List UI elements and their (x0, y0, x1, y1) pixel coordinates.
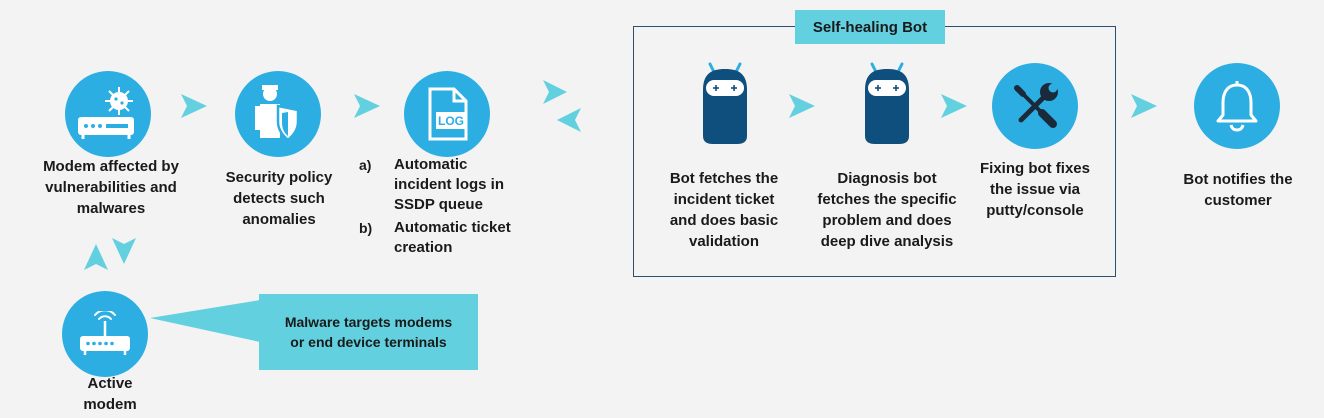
step-text-b: Automatic ticket creation (394, 219, 511, 256)
wifi-router-icon (80, 311, 130, 355)
log-file-icon: LOG (428, 87, 468, 141)
log-icon-text: LOG (438, 114, 464, 128)
notify-node (1194, 63, 1280, 149)
robot-icon (703, 62, 747, 144)
modem-affected-label: Modem affected by vulnerabilities and ma… (43, 158, 179, 217)
vertical-bidirectional-chevron-icon (84, 238, 136, 270)
chevron-right-icon (941, 94, 967, 118)
chevron-right-icon (789, 94, 815, 118)
incident-logs-node: LOG (404, 71, 490, 157)
step-marker-a: a) (359, 157, 372, 173)
callout-pointer (150, 300, 260, 342)
step-text-a: Automatic incident logs in SSDP queue (394, 156, 505, 213)
security-guard-shield-icon (255, 85, 300, 142)
notify-label: Bot notifies the customer (1183, 171, 1293, 209)
step-marker-b: b) (359, 220, 373, 236)
modem-affected-node (65, 71, 151, 157)
malware-callout-text: Malware targets modems or end device ter… (284, 314, 453, 350)
wrench-screwdriver-icon (1014, 83, 1058, 128)
bot-fetch-label: Bot fetches the incident ticket and does… (669, 170, 779, 250)
chevron-right-icon (1131, 94, 1157, 118)
fixing-bot-node (992, 63, 1078, 149)
fixing-bot-label: Fixing bot fixes the issue via putty/con… (979, 160, 1090, 219)
diagnosis-bot-label: Diagnosis bot fetches the specific probl… (817, 170, 957, 250)
self-healing-bot-title: Self-healing Bot (795, 10, 945, 44)
security-policy-node (235, 71, 321, 157)
chevron-right-icon (354, 94, 380, 118)
diagnosis-robot-icon (865, 62, 909, 144)
malware-callout: Malware targets modems or end device ter… (259, 294, 478, 370)
router-virus-icon (78, 87, 134, 139)
bidirectional-chevron-icon (543, 80, 581, 132)
active-modem-node (62, 291, 148, 377)
security-policy-label: Security policy detects such anomalies (225, 169, 333, 228)
chevron-right-icon (181, 94, 207, 118)
virus-icon (105, 87, 133, 115)
bell-icon (1216, 81, 1258, 132)
active-modem-label: Active modem (83, 375, 137, 413)
